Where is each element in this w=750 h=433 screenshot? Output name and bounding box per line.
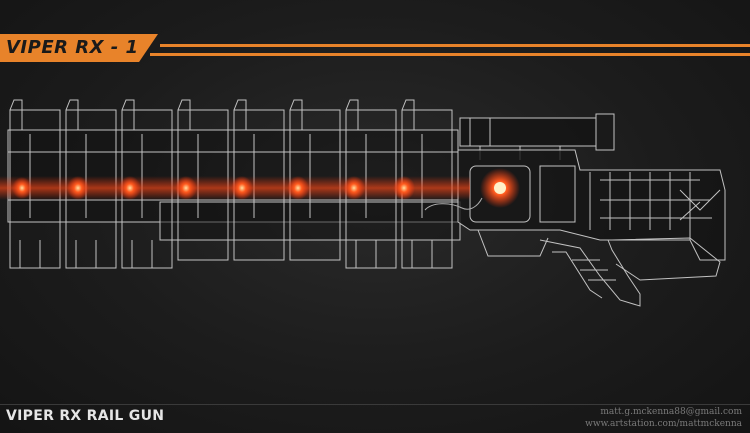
page-title: VIPER RX - 1 [6,37,139,58]
title-banner: VIPER RX - 1 [0,34,158,62]
artist-email: matt.g.mckenna88@gmail.com [600,407,742,417]
artist-website: www.artstation.com/mattmckenna [585,419,742,429]
railgun-wireframe-render [0,99,726,307]
artist-credit: matt.g.mckenna88@gmail.com www.artstatio… [585,406,742,430]
title-rule-upper [160,44,750,47]
footer-title: VIPER RX RAIL GUN [6,408,165,424]
title-rule-lower [150,53,750,56]
footer-divider [0,404,750,405]
